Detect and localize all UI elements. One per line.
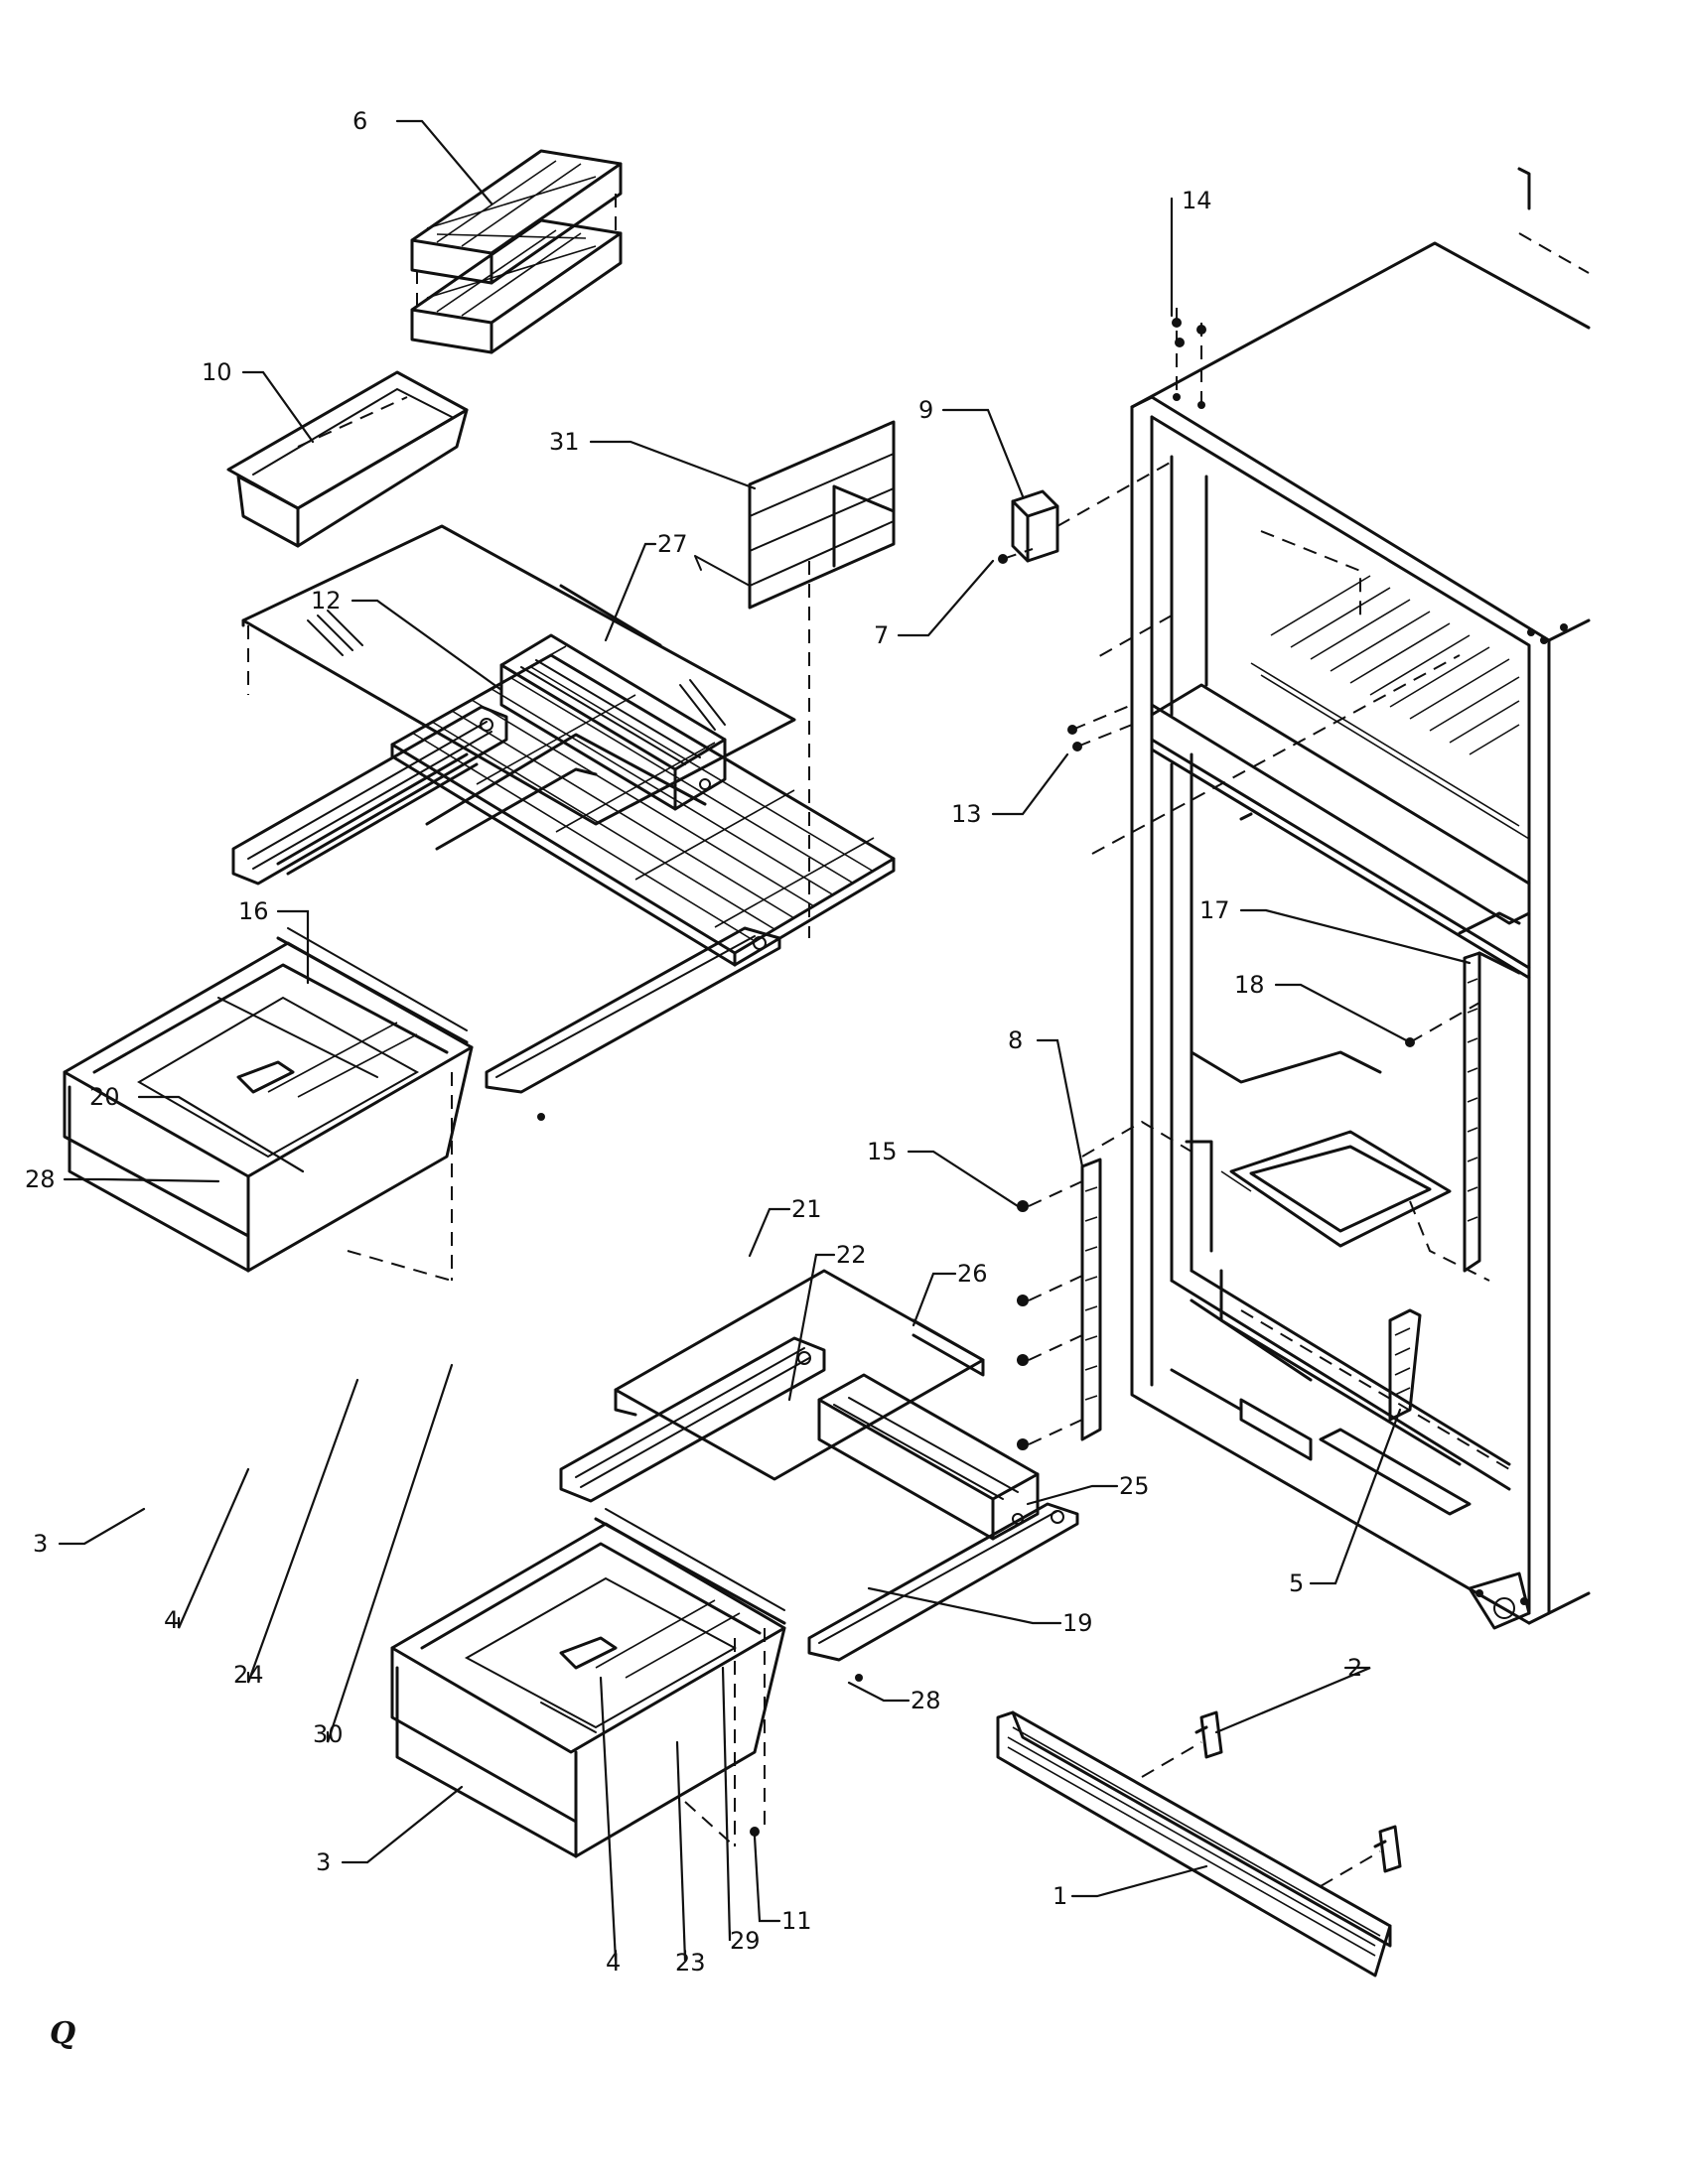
callout-9: 9: [918, 396, 933, 424]
callout-24: 24: [233, 1661, 264, 1689]
callout-31: 31: [549, 428, 580, 456]
callout-2: 2: [1347, 1654, 1362, 1682]
callout-30: 30: [313, 1720, 344, 1748]
callout-18: 18: [1234, 971, 1265, 999]
callout-21: 21: [791, 1195, 822, 1223]
callout-6: 6: [352, 107, 367, 135]
callout-7: 7: [874, 621, 889, 649]
callout-22: 22: [836, 1241, 867, 1269]
callout-15: 15: [867, 1138, 898, 1165]
leader-lines: [58, 119, 1472, 1962]
callout-17: 17: [1199, 896, 1230, 924]
callout-28: 28: [911, 1687, 941, 1714]
shelf-rail-left: [1017, 1158, 1102, 1450]
wire-shelf: [390, 645, 896, 967]
shelf-rail-right: [1405, 951, 1481, 1273]
crisper-drawer-upper: [63, 927, 474, 1282]
callout-4: 4: [164, 1606, 179, 1634]
wire-divider: [694, 420, 896, 938]
callout-26: 26: [957, 1260, 988, 1288]
callout-5: 5: [1289, 1570, 1304, 1597]
callout-27: 27: [657, 530, 688, 558]
ice-tray-assembly: [410, 149, 623, 354]
side-rail-upper: [485, 926, 781, 1121]
slide-rail-lower: [559, 1336, 826, 1503]
callout-25: 25: [1119, 1472, 1150, 1500]
crisper-cover-lower: [614, 1269, 985, 1481]
corner-mark: Q: [50, 2016, 75, 2051]
crisper-frame-upper: [425, 633, 727, 851]
callout-3: 3: [316, 1848, 331, 1876]
side-rail-lower: [807, 1502, 1079, 1682]
callout-3: 3: [33, 1530, 48, 1558]
callout-19: 19: [1062, 1609, 1093, 1637]
mounting-screws: [1067, 704, 1133, 751]
toe-grille-assembly: [996, 1710, 1402, 1978]
refrigerator-cabinet: [1081, 167, 1591, 1630]
callout-1: 1: [1052, 1882, 1067, 1910]
callout-labels: 6 14 10 31 9 7 12 13 16 17 27 18 8 20 15…: [25, 107, 1362, 1977]
callout-14: 14: [1182, 187, 1212, 214]
callout-23: 23: [675, 1949, 706, 1977]
callout-12: 12: [311, 587, 342, 614]
pan-support: [1388, 1308, 1422, 1422]
hinge-screws: [1172, 308, 1568, 644]
callout-4: 4: [606, 1949, 621, 1977]
crisper-drawer-lower: [390, 1508, 786, 1858]
storage-bin: [226, 370, 469, 548]
callout-16: 16: [238, 897, 269, 925]
callout-8: 8: [1008, 1026, 1023, 1054]
slide-rail-upper: [231, 705, 508, 886]
callout-20: 20: [89, 1083, 120, 1111]
callout-29: 29: [730, 1927, 761, 1955]
callout-10: 10: [202, 358, 232, 386]
crisper-frame-lower: [817, 1373, 1040, 1541]
callout-13: 13: [951, 800, 982, 828]
light-shield: [998, 461, 1173, 564]
callout-28: 28: [25, 1165, 56, 1193]
callout-11: 11: [781, 1907, 812, 1935]
